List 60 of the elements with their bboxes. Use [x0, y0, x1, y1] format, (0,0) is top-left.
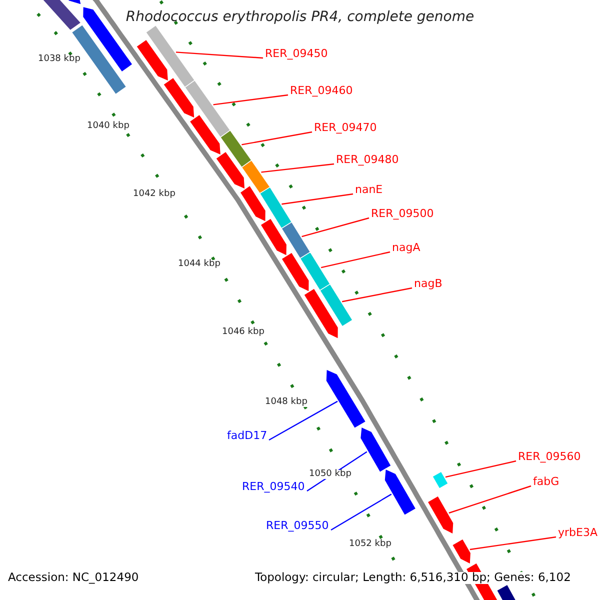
- gene-label: yrbE3A: [558, 527, 598, 538]
- gene-segment: [384, 468, 416, 516]
- leader-line: [320, 251, 390, 268]
- leader-line: [176, 52, 264, 59]
- leader-line: [342, 287, 412, 302]
- leader-line: [470, 536, 556, 550]
- gene-label: RER_09460: [290, 85, 353, 96]
- gene-label: RER_09540: [242, 481, 305, 492]
- gene-label: nagB: [414, 278, 442, 289]
- scale-label: 1048 kbp: [265, 398, 308, 407]
- scale-label: 1042 kbp: [133, 190, 176, 199]
- leader-line: [242, 131, 312, 146]
- gene-segment: [260, 218, 288, 256]
- gene-segment: [136, 39, 169, 82]
- leader-line: [261, 163, 334, 173]
- leader-line: [213, 94, 288, 106]
- gene-segment: [427, 496, 454, 535]
- gene-segment: [215, 151, 246, 190]
- leader-line: [448, 485, 532, 514]
- gene-label: nanE: [355, 184, 383, 195]
- leader-line: [282, 193, 354, 205]
- leader-line: [302, 217, 370, 238]
- gene-label: RER_09480: [336, 154, 399, 165]
- gene-label: RER_09560: [518, 451, 581, 462]
- scale-label: 1052 kbp: [349, 540, 392, 549]
- gene-label: RER_09500: [371, 208, 434, 219]
- gene-label: nagA: [392, 242, 420, 253]
- gene-segment: [145, 24, 196, 88]
- gene-segment: [326, 368, 366, 429]
- gene-label: RER_09470: [314, 122, 377, 133]
- gene-segment: [241, 160, 270, 194]
- gene-segment: [432, 471, 449, 489]
- leader-line: [268, 400, 338, 441]
- gene-segment: [281, 252, 310, 292]
- gene-label: fabG: [533, 476, 560, 487]
- gene-segment: [259, 186, 292, 229]
- gene-segment: [300, 252, 331, 291]
- scale-label: 1046 kbp: [222, 328, 264, 337]
- info-text: Topology: circular; Length: 6,516,310 bp; Genes: 6,102: [255, 572, 571, 584]
- gene-segment: [220, 130, 252, 168]
- gene-label: RER_09550: [266, 520, 329, 531]
- gene-segment: [189, 114, 222, 156]
- scale-label: 1038 kbp: [38, 55, 80, 64]
- scale-label: 1044 kbp: [178, 260, 220, 269]
- info-text: Accession: NC_012490: [8, 572, 139, 584]
- gene-segment: [162, 77, 195, 119]
- title: Rhodococcus erythropolis PR4, complete genome: [124, 10, 476, 24]
- gene-segment: [303, 288, 339, 340]
- gene-label: RER_09450: [265, 48, 328, 59]
- gene-segment: [240, 185, 266, 222]
- gene-segment: [452, 538, 472, 565]
- scale-label: 1050 kbp: [309, 470, 352, 479]
- gene-label: fadD17: [227, 430, 268, 441]
- gene-segment: [319, 284, 353, 327]
- leader-line: [445, 460, 516, 478]
- scale-label: 1040 kbp: [87, 122, 130, 131]
- gene-segment: [360, 426, 392, 473]
- leader-line: [330, 494, 392, 531]
- gene-segment: [281, 222, 311, 259]
- gene-segment: [184, 80, 231, 138]
